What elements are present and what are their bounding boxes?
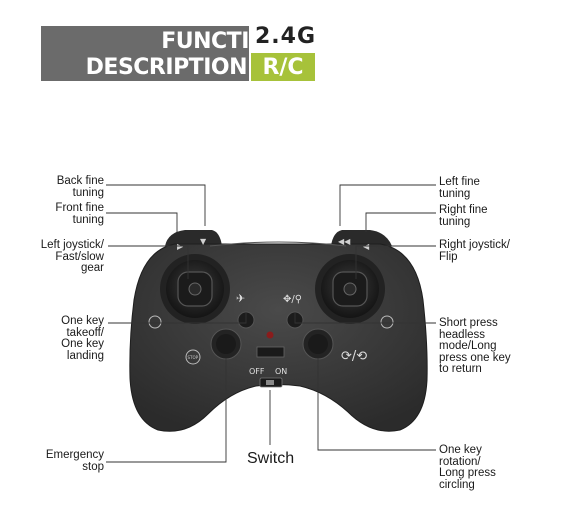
switch-off-label: OFF [249, 367, 265, 376]
label-switch: Switch [247, 450, 295, 467]
header-gray-box [41, 26, 249, 81]
header-function: FUNCTION [161, 29, 285, 54]
display-window [256, 346, 285, 358]
header-frequency: 2.4G [255, 24, 317, 49]
speed-icon [148, 315, 162, 329]
leader-lines [106, 184, 436, 463]
left-arrow-icon: ◀ [363, 242, 370, 251]
rewind-icon: ◀◀ [338, 237, 351, 246]
drone-icon: ✈ [236, 292, 245, 305]
flip-icon [380, 315, 394, 329]
left-shoulder-trigger [165, 230, 222, 246]
stop-icon [185, 349, 201, 365]
rotation-icon: ⟳/⟲ [341, 349, 367, 364]
switch-on-label: ON [275, 367, 287, 376]
down-arrow-icon: ▶ [177, 242, 184, 251]
header-rc-badge: R/C [251, 53, 315, 81]
headless-icon: ✥/⚲ [283, 294, 302, 305]
stop-icon-text: STOP [188, 355, 199, 360]
right-shoulder-trigger [331, 230, 392, 246]
label-right-joystick: Right joystick/Flip [439, 239, 510, 263]
down-arrow-icon: ▼ [200, 237, 207, 246]
header-description: DESCRIPTION [85, 55, 248, 80]
power-led [266, 331, 274, 339]
